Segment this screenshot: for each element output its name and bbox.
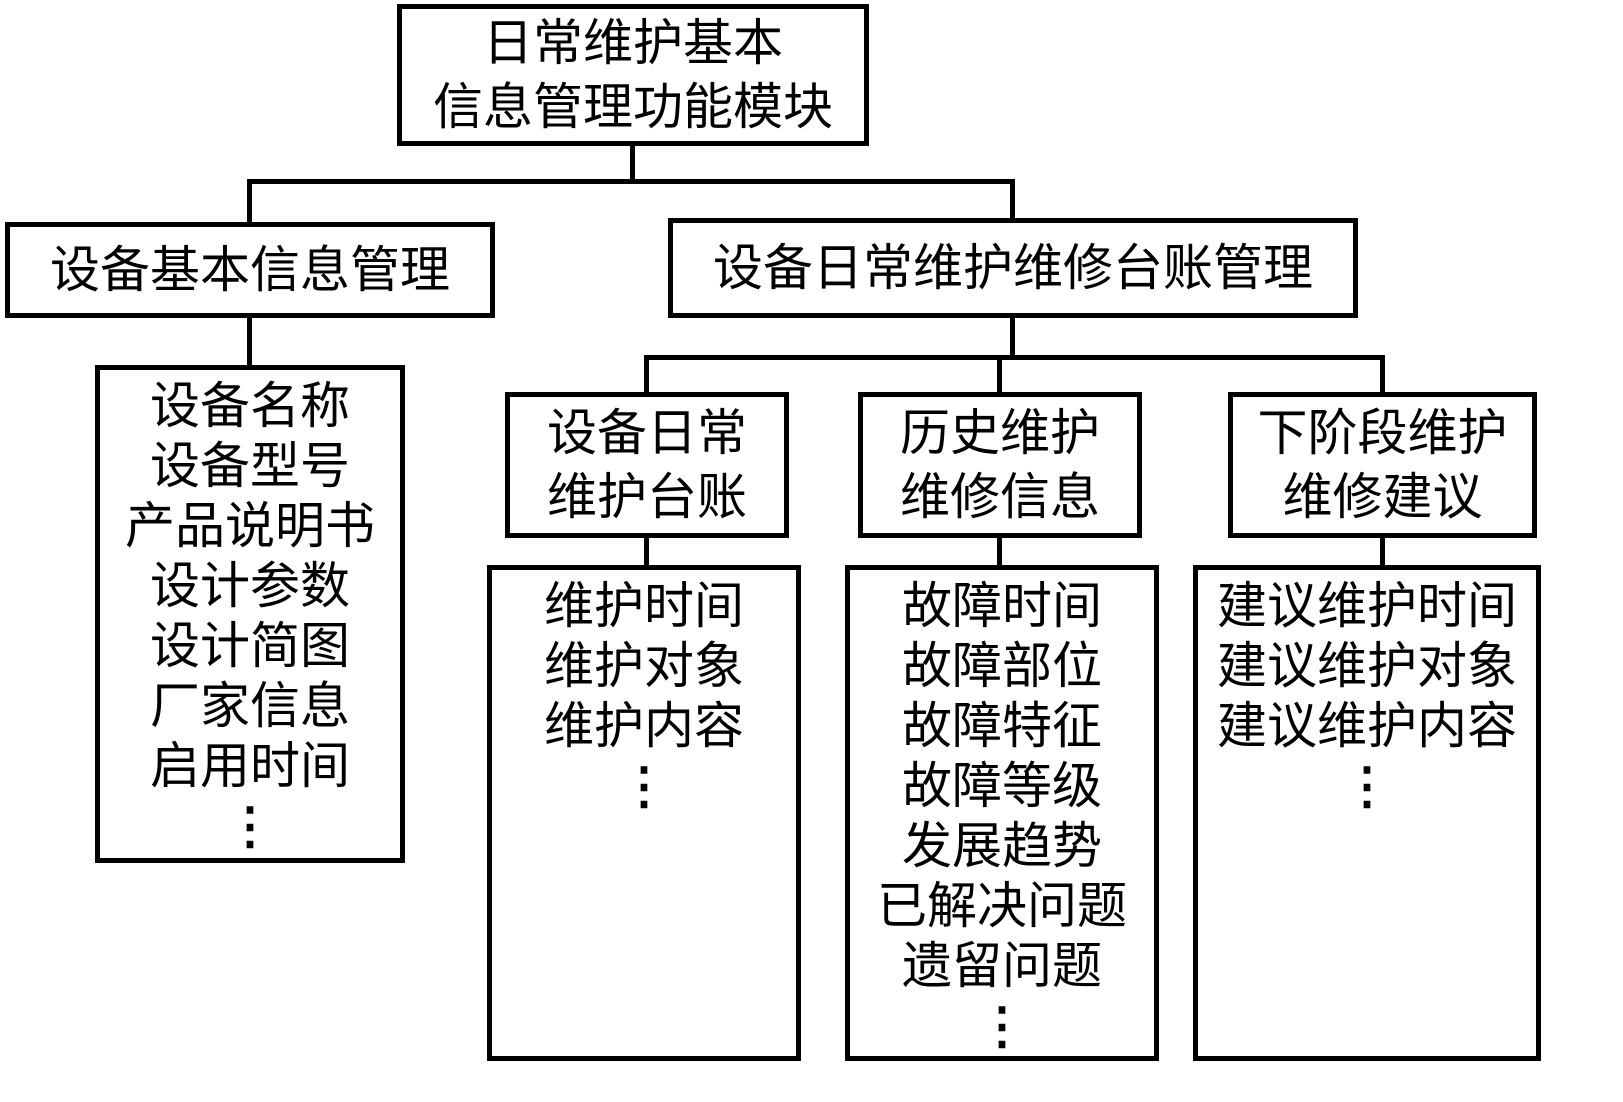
list-item: 启用时间 [150, 737, 350, 795]
history-maintenance-line1: 历史维护 [900, 404, 1100, 462]
ellipsis-more-indicator: ⋮ [225, 796, 275, 855]
daily-ledger-node-box: 设备日常 维护台账 [505, 392, 789, 538]
history-maintenance-line2: 维修信息 [900, 468, 1100, 526]
list-item: 故障特征 [902, 697, 1102, 755]
list-item: 设备名称 [150, 377, 350, 435]
ellipsis-more-indicator: ⋮ [619, 756, 669, 815]
root-node-box: 日常维护基本 信息管理功能模块 [397, 4, 869, 146]
daily-ledger-line1: 设备日常 [547, 404, 747, 462]
list-item: 建议维护时间 [1217, 577, 1517, 635]
daily-maintenance-ledger-box: 设备日常维护维修台账管理 [668, 218, 1358, 318]
equipment-basic-info-items-box: 设备名称设备型号产品说明书设计参数设计简图厂家信息启用时间⋮ [95, 365, 405, 863]
connector-left-list-down [247, 318, 252, 365]
list-item: 发展趋势 [902, 817, 1102, 875]
daily-ledger-line2: 维护台账 [547, 468, 747, 526]
connector-list1-down [644, 538, 649, 565]
connector-child2-down [997, 355, 1002, 392]
history-maintenance-items-box: 故障时间故障部位故障特征故障等级发展趋势已解决问题遗留问题⋮ [845, 565, 1159, 1061]
list-item: 故障时间 [902, 577, 1102, 635]
next-phase-suggestion-node-box: 下阶段维护 维修建议 [1228, 392, 1537, 538]
list-item: 遗留问题 [902, 937, 1102, 995]
list-item: 维护时间 [544, 577, 744, 635]
connector-root-down [630, 146, 635, 182]
list-item: 设计简图 [150, 617, 350, 675]
list-item: 维护对象 [544, 637, 744, 695]
equipment-basic-info-box: 设备基本信息管理 [5, 222, 495, 318]
connector-right-branch-down [1010, 179, 1015, 218]
list-item: 建议维护对象 [1217, 637, 1517, 695]
connector-level1-horizontal [247, 179, 1015, 184]
next-phase-suggestion-line1: 下阶段维护 [1257, 404, 1508, 462]
connector-child1-down [644, 355, 649, 392]
ellipsis-more-indicator: ⋮ [977, 996, 1027, 1055]
connector-child3-down [1380, 355, 1385, 392]
list-item: 厂家信息 [150, 677, 350, 735]
list-item: 建议维护内容 [1217, 697, 1517, 755]
connector-left-branch-down [247, 179, 252, 222]
list-item: 故障部位 [902, 637, 1102, 695]
history-maintenance-node-box: 历史维护 维修信息 [858, 392, 1142, 538]
connector-ledger-down [1010, 318, 1015, 358]
daily-ledger-items-box: 维护时间维护对象维护内容⋮ [487, 565, 801, 1061]
next-phase-suggestion-items-box: 建议维护时间建议维护对象建议维护内容⋮ [1193, 565, 1541, 1061]
list-item: 维护内容 [544, 697, 744, 755]
list-item: 故障等级 [902, 757, 1102, 815]
list-item: 设备型号 [150, 437, 350, 495]
next-phase-suggestion-line2: 维修建议 [1282, 468, 1483, 526]
equipment-basic-info-title: 设备基本信息管理 [50, 241, 450, 299]
list-item: 设计参数 [150, 557, 350, 615]
root-title-line2: 信息管理功能模块 [433, 78, 833, 136]
connector-list2-down [997, 538, 1002, 565]
root-title-line1: 日常维护基本 [483, 14, 783, 72]
connector-level2-horizontal [644, 355, 1385, 360]
list-item: 产品说明书 [125, 497, 375, 555]
list-item: 已解决问题 [877, 877, 1127, 935]
daily-maintenance-ledger-title: 设备日常维护维修台账管理 [713, 239, 1313, 297]
connector-list3-down [1380, 538, 1385, 565]
ellipsis-more-indicator: ⋮ [1342, 756, 1392, 815]
